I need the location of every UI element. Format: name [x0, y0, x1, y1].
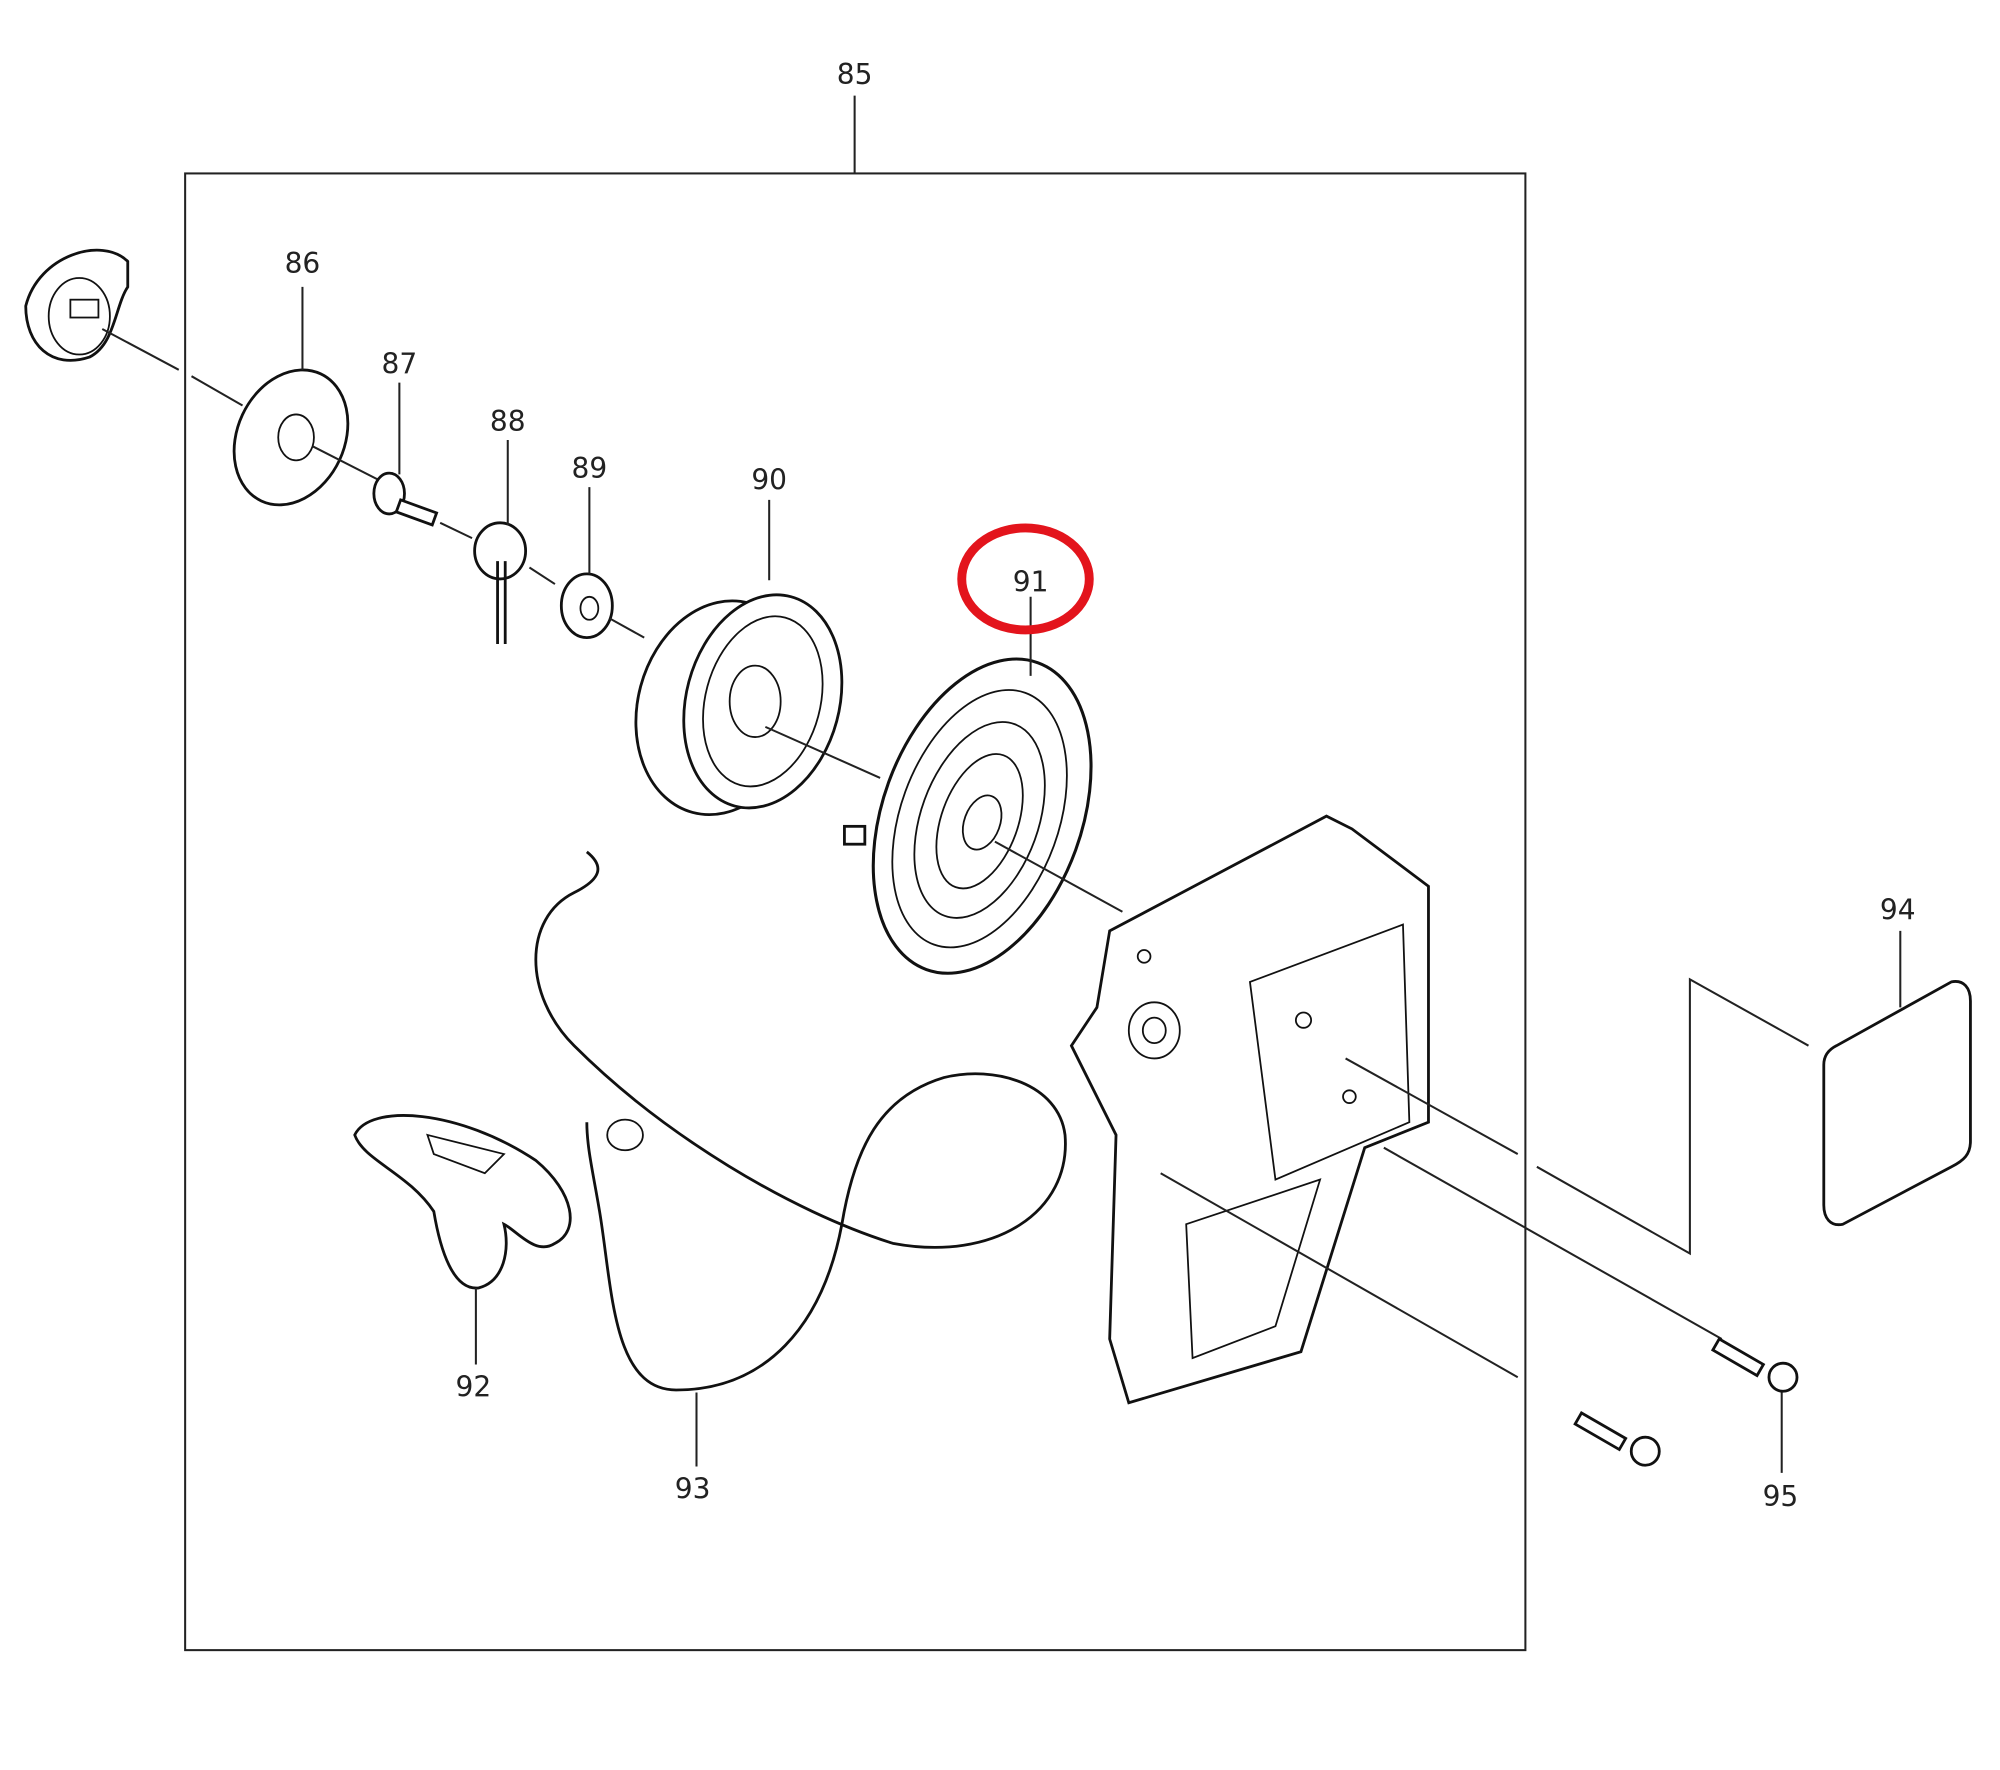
part-87-screw: [372, 471, 473, 540]
part-95-screws: [1573, 1337, 1799, 1467]
part-label-95[interactable]: 95: [1763, 1480, 1799, 1513]
starter-housing: [1069, 814, 1723, 1405]
highlight-circle: [957, 523, 1094, 635]
part-92-starter-handle: [353, 1114, 572, 1290]
part-86-pawl-carrier: [232, 368, 384, 507]
part-label-93[interactable]: 93: [675, 1472, 711, 1505]
part-91-recoil-spring: [843, 657, 1123, 975]
part-label-85[interactable]: 85: [837, 58, 873, 91]
part-88-clip: [473, 521, 556, 644]
part-label-86[interactable]: 86: [285, 247, 321, 280]
part-label-89[interactable]: 89: [572, 452, 608, 485]
part-label-88[interactable]: 88: [490, 405, 526, 438]
part-label-91[interactable]: 91: [1013, 566, 1049, 599]
part-label-87[interactable]: 87: [382, 348, 418, 381]
part-90-rope-reel: [634, 593, 881, 817]
part-label-94[interactable]: 94: [1880, 893, 1916, 926]
crankshaft-stub: [24, 248, 244, 407]
part-label-90[interactable]: 90: [751, 464, 787, 497]
part-94-label-plate: [1536, 977, 1972, 1256]
part-89-ratchet: [559, 572, 645, 640]
part-label-92[interactable]: 92: [455, 1370, 491, 1403]
part-93-starter-rope: [534, 850, 1067, 1392]
